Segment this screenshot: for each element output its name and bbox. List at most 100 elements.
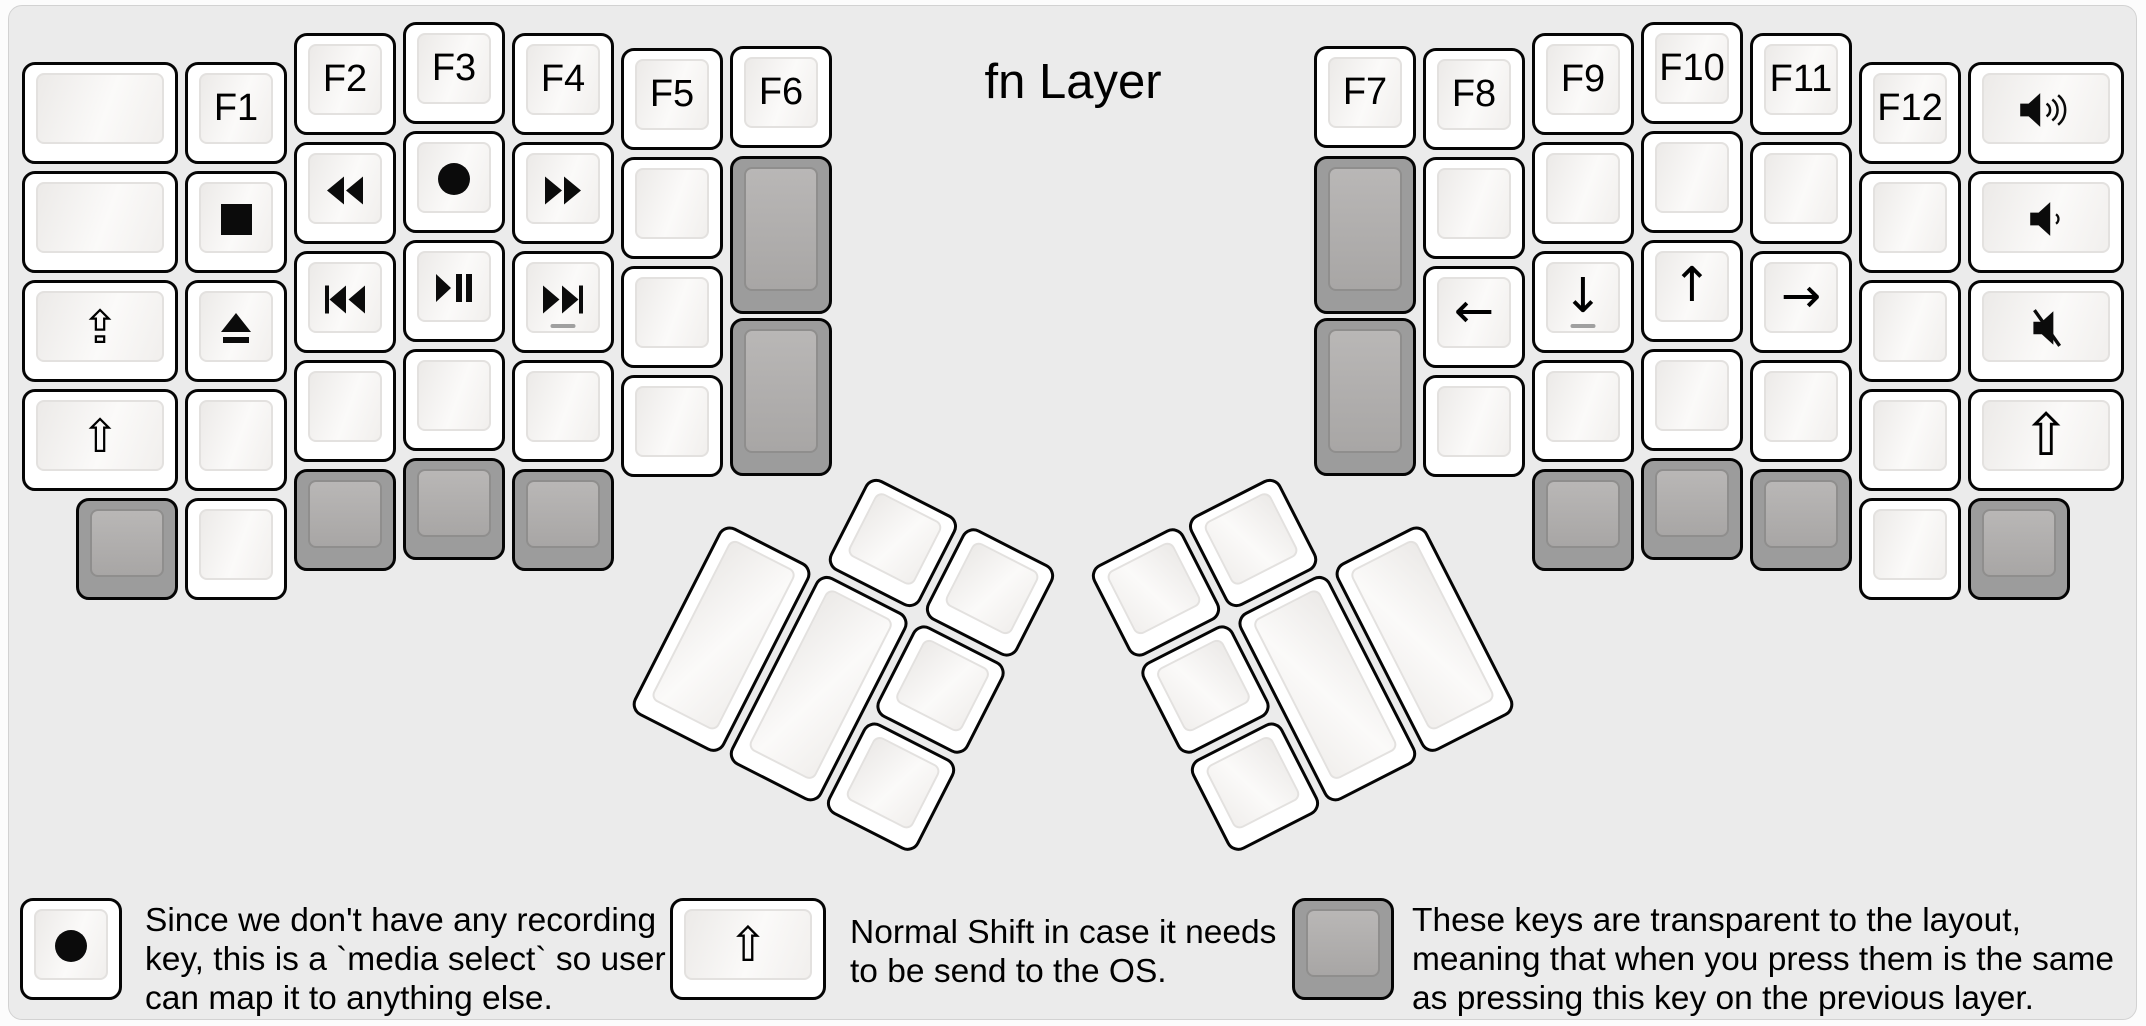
key-blank[interactable] (621, 375, 723, 477)
key-f9[interactable]: F9 (1532, 33, 1634, 135)
keycap-surface (417, 469, 491, 537)
key-blank[interactable] (1859, 280, 1961, 382)
keycap-surface (1201, 490, 1301, 588)
key-f2[interactable]: F2 (294, 33, 396, 135)
key-arrow-up[interactable]: ↑ (1641, 240, 1743, 342)
key-arrow-left[interactable]: ← (1423, 266, 1525, 368)
key-blank[interactable] (185, 389, 287, 491)
legend-text-shift: Normal Shift in case it needs to be send… (850, 913, 1276, 991)
keycap-surface (1203, 734, 1302, 832)
key-transparent[interactable] (1532, 469, 1634, 571)
key-transparent[interactable] (730, 318, 832, 476)
key-volume-down[interactable] (1968, 171, 2124, 273)
key-rewind[interactable] (294, 142, 396, 244)
key-stop[interactable] (185, 171, 287, 273)
key-blank[interactable] (621, 266, 723, 368)
legend-text-record: Since we don't have any recording key, t… (145, 901, 666, 1018)
key-blank[interactable] (1641, 131, 1743, 233)
shift-icon: ⇧ (2021, 401, 2071, 469)
keycap-surface (526, 153, 600, 224)
key-f3[interactable]: F3 (403, 22, 505, 124)
keycap-surface (744, 57, 818, 128)
key-blank[interactable] (1423, 157, 1525, 259)
key-f5[interactable]: F5 (621, 48, 723, 150)
key-record[interactable] (403, 131, 505, 233)
key-blank[interactable] (1641, 349, 1743, 451)
key-blank[interactable] (1750, 360, 1852, 462)
keycap-surface (1764, 153, 1838, 224)
key-blank[interactable] (1532, 360, 1634, 462)
key-caps-lock[interactable]: ⇪ (22, 280, 178, 382)
keycap-surface (417, 251, 491, 322)
key-transparent[interactable] (1968, 498, 2070, 600)
key-shift[interactable]: ⇧ (22, 389, 178, 491)
key-blank[interactable] (22, 62, 178, 164)
key-eject[interactable] (185, 280, 287, 382)
key-blank[interactable] (1859, 171, 1961, 273)
shift-icon: ⇧ (80, 409, 120, 463)
previous-track-icon (324, 285, 366, 317)
key-arrow-down[interactable]: ↓ (1532, 251, 1634, 353)
key-blank[interactable] (294, 360, 396, 462)
keycap-surface (308, 153, 382, 224)
key-blank[interactable] (403, 349, 505, 451)
keycap-surface (684, 909, 812, 980)
key-previous-track[interactable] (294, 251, 396, 353)
key-blank[interactable] (512, 360, 614, 462)
keycap-surface (1437, 59, 1511, 130)
key-fast-forward[interactable] (512, 142, 614, 244)
keycap-surface (1655, 251, 1729, 322)
key-transparent[interactable] (76, 498, 178, 600)
key-blank[interactable] (1859, 498, 1961, 600)
homing-bar (1570, 324, 1596, 328)
legend-line: to be send to the OS. (850, 953, 1167, 990)
keycap-surface (635, 386, 709, 457)
keycap-surface (199, 509, 273, 580)
key-blank[interactable] (185, 498, 287, 600)
keycap-surface (36, 291, 164, 362)
keycap-surface (1546, 480, 1620, 548)
key-transparent[interactable] (730, 156, 832, 314)
key-f8[interactable]: F8 (1423, 48, 1525, 150)
key-transparent[interactable] (512, 469, 614, 571)
key-f1[interactable]: F1 (185, 62, 287, 164)
key-blank[interactable] (22, 171, 178, 273)
keycap-surface (744, 329, 818, 453)
key-blank[interactable] (1859, 389, 1961, 491)
keycap-surface (1437, 277, 1511, 348)
key-blank[interactable] (1750, 142, 1852, 244)
legend-text-transparent: These keys are transparent to the layout… (1412, 901, 2114, 1018)
keycap-surface (1655, 142, 1729, 213)
key-blank[interactable] (1423, 375, 1525, 477)
keycap-surface (36, 182, 164, 253)
keycap-surface (1655, 469, 1729, 537)
keycap-surface (1982, 400, 2110, 471)
legend-line: can map it to anything else. (145, 980, 553, 1017)
key-transparent[interactable] (1641, 458, 1743, 560)
key-f10[interactable]: F10 (1641, 22, 1743, 124)
key-blank[interactable] (1532, 142, 1634, 244)
key-mute[interactable] (1968, 280, 2124, 382)
key-transparent[interactable] (1314, 156, 1416, 314)
keycap-surface (1104, 540, 1204, 637)
key-f6[interactable]: F6 (730, 46, 832, 148)
key-shift[interactable]: ⇧ (1968, 389, 2124, 491)
arrow-up-icon: ↑ (1671, 257, 1713, 313)
fast-forward-icon (544, 176, 582, 208)
key-f4[interactable]: F4 (512, 33, 614, 135)
key-next-track[interactable] (512, 251, 614, 353)
key-f11[interactable]: F11 (1750, 33, 1852, 135)
key-blank[interactable] (621, 157, 723, 259)
key-arrow-right[interactable]: → (1750, 251, 1852, 353)
key-play-pause[interactable] (403, 240, 505, 342)
arrow-right-icon: → (1780, 268, 1822, 324)
key-transparent[interactable] (1750, 469, 1852, 571)
legend-record-key (20, 898, 122, 1000)
key-f12[interactable]: F12 (1859, 62, 1961, 164)
key-f7[interactable]: F7 (1314, 46, 1416, 148)
key-transparent[interactable] (403, 458, 505, 560)
key-transparent[interactable] (294, 469, 396, 571)
key-transparent[interactable] (1314, 318, 1416, 476)
key-volume-up[interactable] (1968, 62, 2124, 164)
keycap-surface (1546, 262, 1620, 333)
